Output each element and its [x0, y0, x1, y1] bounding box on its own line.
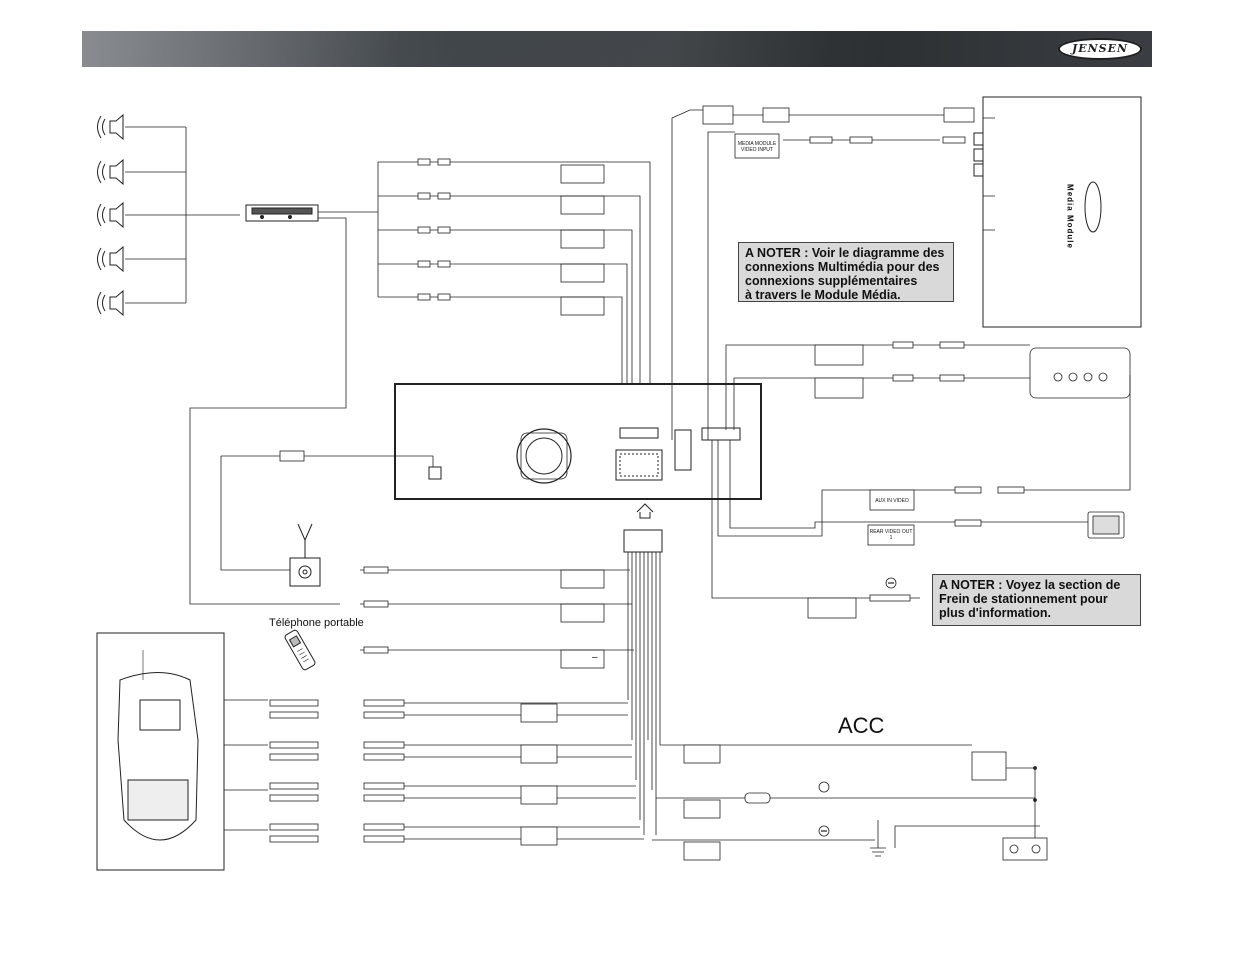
media-module-video-input-label: MEDIA MODULE VIDEO INPUT: [737, 141, 777, 153]
multimedia-note: A NOTER : Voir le diagramme des connexio…: [738, 242, 954, 302]
head-unit: [394, 383, 762, 519]
speaker-icon: [97, 113, 124, 141]
main-harness: [623, 529, 663, 835]
video-connectors: [717, 341, 1131, 546]
minus-sign: –: [592, 652, 598, 663]
speaker-group: [97, 113, 240, 317]
cell-phone-label: Téléphone portable: [269, 617, 364, 629]
parking-brake-wire: [711, 440, 920, 619]
speaker-icon: [97, 289, 124, 317]
cell-phone-icon: [284, 629, 316, 671]
speaker-icon: [97, 245, 124, 273]
amplifier: [189, 204, 378, 605]
aux-in-video-label: AUX IN VIDEO: [875, 498, 909, 504]
media-module-label: Media Module: [1065, 184, 1075, 249]
acc-label: ACC: [838, 713, 885, 738]
rear-video-out-label: REAR VIDEO OUT 1: [869, 529, 913, 541]
speaker-icon: [97, 201, 124, 229]
car-top-view: [96, 632, 225, 871]
power-wiring: [652, 744, 1048, 861]
speaker-icon: [97, 158, 124, 186]
rca-output-group: [377, 158, 651, 430]
car-speaker-wires: [224, 699, 644, 846]
header-sheen: [82, 31, 1152, 67]
header-bar: JENSEN: [82, 31, 1152, 67]
media-module-box: [973, 96, 1142, 328]
jensen-logo: JENSEN: [1058, 38, 1142, 60]
parking-brake-note: A NOTER : Voyez la section de Frein de s…: [932, 574, 1141, 626]
lower-connector-group: [360, 566, 634, 669]
media-module-cables: [671, 105, 975, 440]
satellite-tuner: [289, 523, 321, 587]
antenna-adapter: [220, 450, 434, 571]
